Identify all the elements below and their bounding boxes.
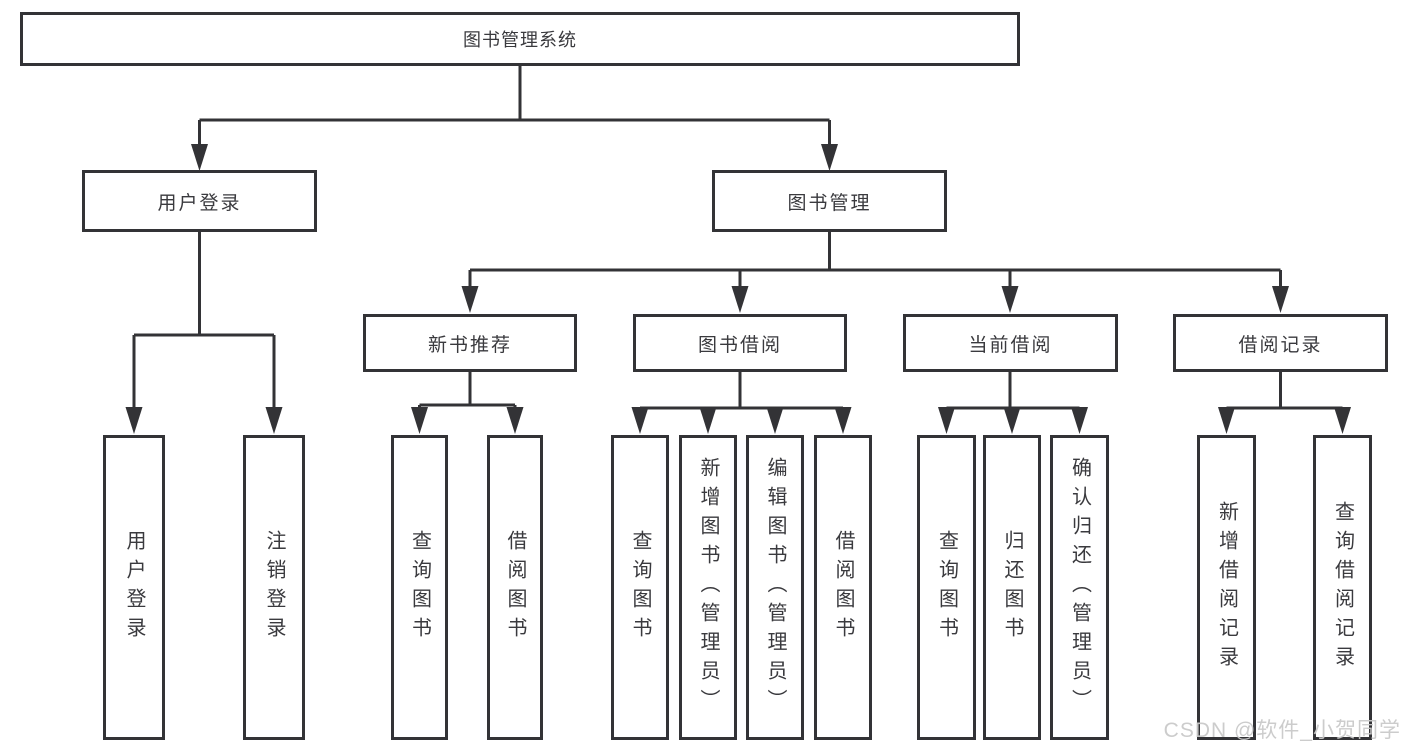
- node-library-system: 图书管理系统: [20, 12, 1020, 66]
- node-borrowing-records-label: 借阅记录: [1238, 334, 1323, 356]
- node-current-borrowing-label: 当前借阅: [968, 334, 1053, 356]
- leaf-br-query-record: 查询借阅记录: [1313, 435, 1372, 740]
- node-current-borrowing: 当前借阅: [903, 314, 1118, 372]
- node-book-management: 图书管理: [712, 170, 947, 232]
- leaf-user-login-label: 用户登录: [123, 529, 145, 646]
- leaf-br-add-record-label: 新增借阅记录: [1215, 500, 1238, 675]
- leaf-cb-query-books: 查询图书: [917, 435, 976, 740]
- node-user-login: 用户登录: [82, 170, 317, 232]
- leaf-nb-borrow-books: 借阅图书: [487, 435, 543, 740]
- leaf-cb-return-books-label: 归还图书: [1001, 529, 1023, 646]
- leaf-bb-add-books-admin-label: 新增图书（管理员）: [697, 457, 719, 718]
- leaf-cb-confirm-return-admin: 确认归还（管理员）: [1050, 435, 1109, 740]
- watermark-text: CSDN @软件_小贺同学: [1163, 719, 1401, 742]
- node-book-management-label: 图书管理: [787, 192, 872, 214]
- leaf-logout-label: 注销登录: [263, 529, 285, 646]
- leaf-br-query-record-label: 查询借阅记录: [1331, 500, 1354, 675]
- leaf-bb-query-books-label: 查询图书: [629, 529, 651, 646]
- leaf-bb-edit-books-admin: 编辑图书（管理员）: [746, 435, 804, 740]
- leaf-bb-query-books: 查询图书: [611, 435, 669, 740]
- leaf-cb-return-books: 归还图书: [983, 435, 1041, 740]
- leaf-bb-borrow-books-label: 借阅图书: [832, 529, 854, 646]
- leaf-cb-query-books-label: 查询图书: [935, 529, 958, 646]
- leaf-br-add-record: 新增借阅记录: [1197, 435, 1256, 740]
- leaf-logout: 注销登录: [243, 435, 305, 740]
- node-library-system-label: 图书管理系统: [463, 30, 577, 50]
- leaf-bb-add-books-admin: 新增图书（管理员）: [679, 435, 737, 740]
- leaf-bb-borrow-books: 借阅图书: [814, 435, 872, 740]
- leaf-user-login: 用户登录: [103, 435, 165, 740]
- node-user-login-label: 用户登录: [157, 192, 242, 214]
- node-new-book-recommendation: 新书推荐: [363, 314, 577, 372]
- leaf-nb-query-books-label: 查询图书: [408, 529, 431, 646]
- node-new-book-recommendation-label: 新书推荐: [427, 334, 512, 356]
- leaf-nb-borrow-books-label: 借阅图书: [504, 529, 526, 646]
- node-book-borrowing-label: 图书借阅: [697, 334, 782, 356]
- node-book-borrowing: 图书借阅: [633, 314, 847, 372]
- leaf-cb-confirm-return-admin-label: 确认归还（管理员）: [1068, 457, 1091, 718]
- leaf-bb-edit-books-admin-label: 编辑图书（管理员）: [764, 457, 786, 718]
- node-borrowing-records: 借阅记录: [1173, 314, 1388, 372]
- leaf-nb-query-books: 查询图书: [391, 435, 448, 740]
